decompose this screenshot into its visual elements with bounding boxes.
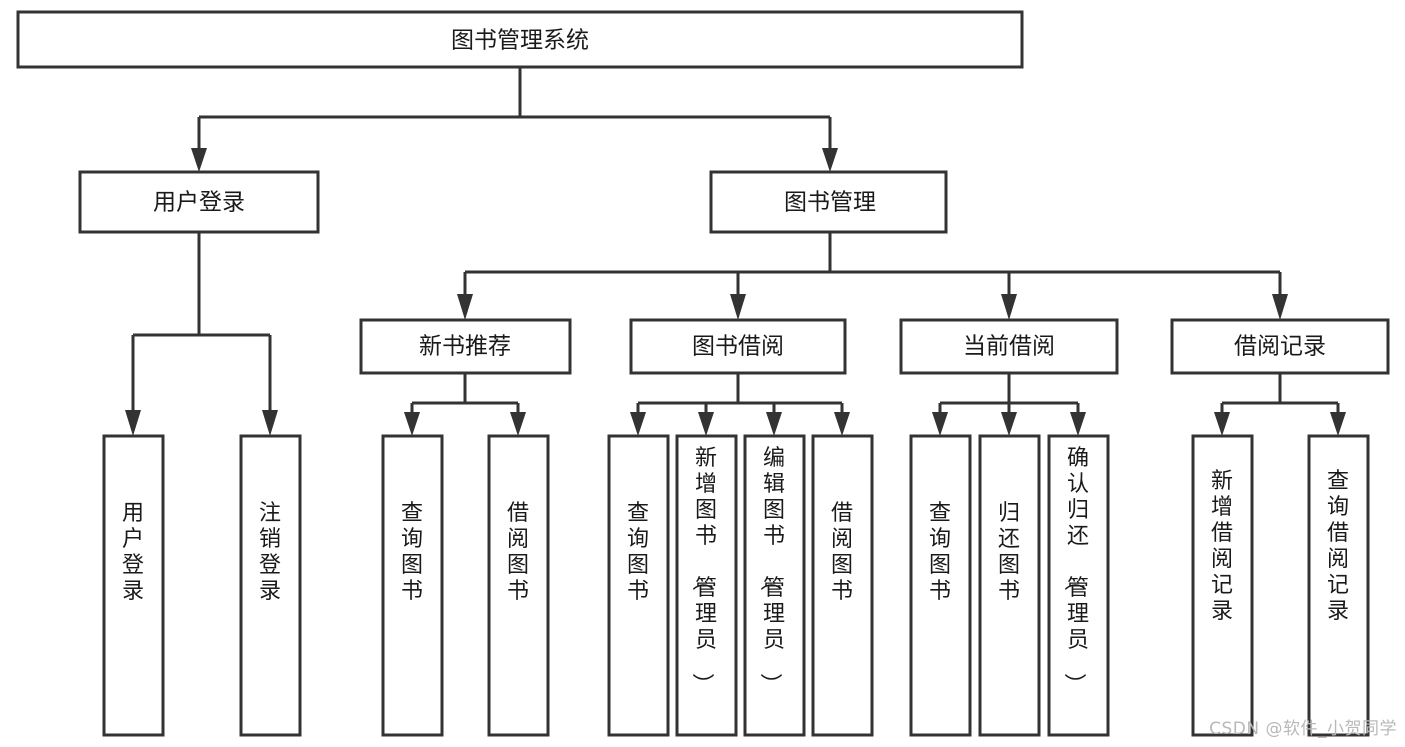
- arrow-head-icon: [834, 412, 850, 436]
- node-leaf-6[interactable]: 新增图书（管理员）: [675, 434, 738, 737]
- node-current[interactable]: 当前借阅: [899, 318, 1119, 375]
- node-bookmgmt[interactable]: 图书管理: [709, 170, 948, 234]
- node-leaf-2[interactable]: 注销登录: [239, 434, 302, 737]
- node-leaf-12-label: 新增借阅记录: [1211, 469, 1233, 624]
- node-login-box[interactable]: [78, 170, 320, 234]
- node-leaf-12[interactable]: 新增借阅记录: [1191, 434, 1254, 737]
- arrow-head-icon: [822, 148, 838, 172]
- node-leaf-3-box[interactable]: [381, 434, 444, 737]
- node-records[interactable]: 借阅记录: [1170, 318, 1390, 375]
- node-login-label: 用户登录: [153, 190, 245, 216]
- node-leaf-5-box[interactable]: [607, 434, 670, 737]
- arrow-head-icon: [1001, 412, 1017, 436]
- node-leaf-1-label: 用户登录: [122, 501, 144, 604]
- node-leaf-3-label: 查询图书: [401, 501, 423, 604]
- node-leaf-7[interactable]: 编辑图书（管理员）: [743, 434, 806, 737]
- node-bookmgmt-label: 图书管理: [784, 190, 876, 216]
- node-leaf-4-label: 借阅图书: [507, 501, 529, 604]
- node-leaf-7-box[interactable]: [743, 434, 806, 737]
- node-leaf-7-label: 编辑图书（管理员）: [757, 446, 785, 695]
- node-leaf-10-label: 归还图书: [998, 501, 1020, 604]
- node-leaf-6-label: 新增图书（管理员）: [689, 446, 717, 695]
- node-borrow[interactable]: 图书借阅: [629, 318, 847, 375]
- arrow-head-icon: [932, 412, 948, 436]
- node-leaf-12-box[interactable]: [1191, 434, 1254, 737]
- arrow-head-icon: [262, 410, 278, 436]
- node-bookmgmt-box[interactable]: [709, 170, 948, 234]
- node-leaf-11[interactable]: 确认归还（管理员）: [1047, 434, 1110, 737]
- arrow-head-icon: [1214, 412, 1230, 436]
- arrow-head-icon: [1070, 412, 1086, 436]
- node-leaf-8[interactable]: 借阅图书: [811, 434, 874, 737]
- node-current-label: 当前借阅: [963, 334, 1055, 360]
- arrow-head-icon: [191, 148, 207, 172]
- arrow-head-icon: [630, 412, 646, 436]
- node-leaf-10[interactable]: 归还图书: [978, 434, 1041, 737]
- arrow-head-icon: [510, 412, 526, 436]
- node-leaf-9-label: 查询图书: [929, 501, 951, 604]
- node-leaf-1[interactable]: 用户登录: [102, 434, 165, 737]
- arrow-head-icon: [125, 410, 141, 436]
- node-leaf-8-box[interactable]: [811, 434, 874, 737]
- node-newbook-label: 新书推荐: [419, 334, 511, 360]
- node-newbook-box[interactable]: [359, 318, 572, 375]
- node-leaf-13[interactable]: 查询借阅记录: [1307, 434, 1370, 737]
- node-leaf-11-box[interactable]: [1047, 434, 1110, 737]
- node-records-box[interactable]: [1170, 318, 1390, 375]
- arrow-head-icon: [1001, 294, 1017, 320]
- node-borrow-box[interactable]: [629, 318, 847, 375]
- node-leaf-13-label: 查询借阅记录: [1327, 469, 1349, 624]
- node-borrow-label: 图书借阅: [692, 334, 784, 360]
- arrow-head-icon: [730, 294, 746, 320]
- node-records-label: 借阅记录: [1234, 334, 1326, 360]
- node-leaf-11-label: 确认归还（管理员）: [1061, 446, 1089, 695]
- node-root-label: 图书管理系统: [451, 28, 589, 54]
- node-leaf-6-box[interactable]: [675, 434, 738, 737]
- connector-layer: [125, 67, 1346, 436]
- node-leaf-1-box[interactable]: [102, 434, 165, 737]
- arrow-head-icon: [404, 412, 420, 436]
- node-leaf-4-box[interactable]: [487, 434, 550, 737]
- node-root-box[interactable]: [16, 10, 1024, 69]
- node-leaf-9[interactable]: 查询图书: [909, 434, 972, 737]
- arrow-head-icon: [766, 412, 782, 436]
- node-leaf-4[interactable]: 借阅图书: [487, 434, 550, 737]
- node-leaf-13-box[interactable]: [1307, 434, 1370, 737]
- node-leaf-3[interactable]: 查询图书: [381, 434, 444, 737]
- node-login[interactable]: 用户登录: [78, 170, 320, 234]
- node-leaf-2-box[interactable]: [239, 434, 302, 737]
- arrow-head-icon: [1330, 412, 1346, 436]
- node-leaf-5-label: 查询图书: [627, 501, 649, 604]
- arrow-head-icon: [698, 412, 714, 436]
- node-root[interactable]: 图书管理系统: [16, 10, 1024, 69]
- node-leaf-5[interactable]: 查询图书: [607, 434, 670, 737]
- node-leaf-10-box[interactable]: [978, 434, 1041, 737]
- node-leaf-2-label: 注销登录: [259, 501, 281, 604]
- arrow-head-icon: [1272, 294, 1288, 320]
- node-newbook[interactable]: 新书推荐: [359, 318, 572, 375]
- node-current-box[interactable]: [899, 318, 1119, 375]
- node-leaf-9-box[interactable]: [909, 434, 972, 737]
- node-leaf-8-label: 借阅图书: [831, 501, 853, 604]
- arrow-head-icon: [457, 294, 473, 320]
- csdn-watermark: CSDN @软件_小贺同学: [1209, 719, 1397, 739]
